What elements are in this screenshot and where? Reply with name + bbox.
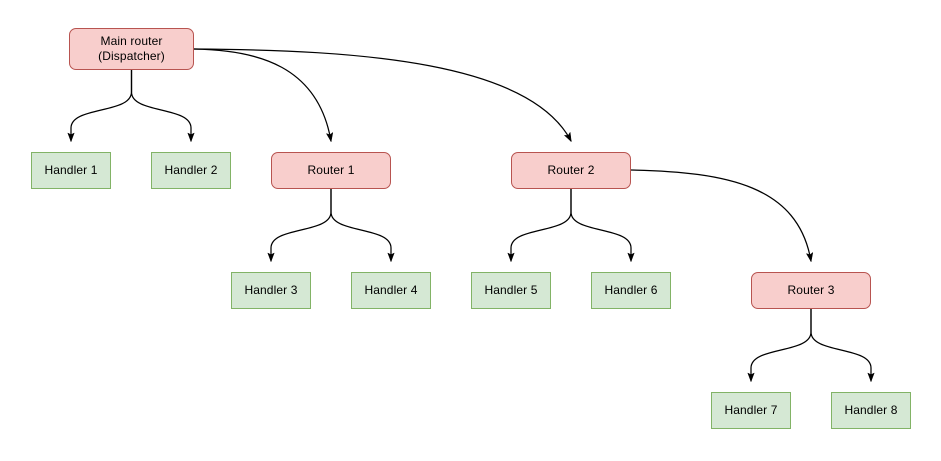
node-handler-6[interactable]: Handler 6 [591,272,671,309]
node-handler-2[interactable]: Handler 2 [151,152,231,189]
node-handler-2-label: Handler 2 [164,163,218,177]
node-handler-3[interactable]: Handler 3 [231,272,311,309]
node-handler-1[interactable]: Handler 1 [31,152,111,189]
node-handler-5[interactable]: Handler 5 [471,272,551,309]
node-router-3-label: Router 3 [787,283,835,297]
node-handler-5-label: Handler 5 [484,283,538,297]
node-handler-7-label: Handler 7 [724,403,778,417]
edge-router-1-to-handler-3 [271,188,332,261]
node-router-3[interactable]: Router 3 [751,272,871,309]
node-handler-4-label: Handler 4 [364,283,418,297]
edge-main-to-handler-1 [71,69,133,141]
node-main-router-label: Main router (Dispatcher) [98,34,165,63]
edge-main-to-router-2 [193,48,572,141]
node-handler-3-label: Handler 3 [244,283,298,297]
node-handler-7[interactable]: Handler 7 [711,392,791,429]
edge-router-3-to-handler-7 [751,308,812,381]
edge-router-1-to-handler-4 [330,188,391,261]
edge-main-to-router-1 [193,48,331,141]
node-handler-8[interactable]: Handler 8 [831,392,911,429]
node-handler-1-label: Handler 1 [44,163,98,177]
node-router-1[interactable]: Router 1 [271,152,391,189]
edge-router-2-to-handler-6 [570,188,631,261]
edge-router-2-to-router-3 [630,169,811,261]
edge-router-3-to-handler-8 [810,308,871,381]
node-router-1-label: Router 1 [307,163,355,177]
edge-main-to-handler-2 [130,69,192,141]
node-router-2[interactable]: Router 2 [511,152,631,189]
node-router-2-label: Router 2 [547,163,595,177]
node-handler-8-label: Handler 8 [844,403,898,417]
edge-router-2-to-handler-5 [511,188,572,261]
node-handler-6-label: Handler 6 [604,283,658,297]
node-main-router[interactable]: Main router (Dispatcher) [69,28,194,70]
node-handler-4[interactable]: Handler 4 [351,272,431,309]
